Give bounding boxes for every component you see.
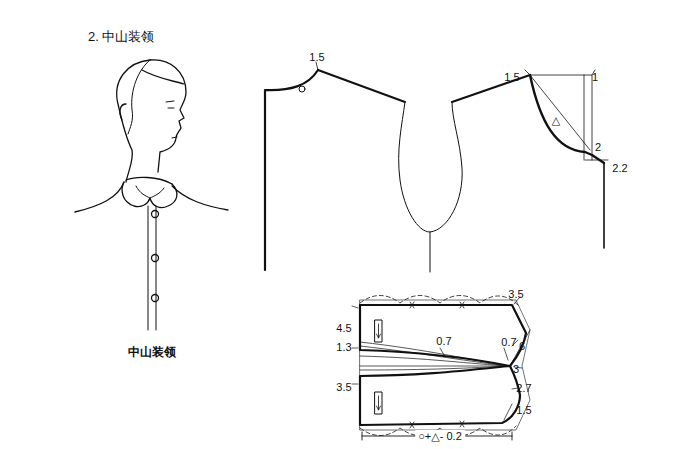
measurement-number: △ bbox=[552, 114, 560, 126]
front-bodice bbox=[452, 70, 608, 248]
back-bodice bbox=[265, 62, 462, 272]
figure-illustration bbox=[75, 60, 228, 330]
measurement-number: 1 bbox=[592, 71, 598, 83]
measurement-number: 1.5 bbox=[516, 404, 531, 416]
collar-draft bbox=[352, 296, 530, 441]
measurement-number: 2 bbox=[595, 141, 601, 153]
measurement-number: 1.3 bbox=[336, 341, 351, 353]
figure-title: 2. 中山装领 bbox=[88, 30, 154, 44]
figure-caption: 中山装领 bbox=[128, 346, 176, 359]
measurement-number: 3 bbox=[513, 363, 519, 375]
measurement-number: 2.7 bbox=[516, 382, 531, 394]
dimension-label: ○+△- 0.2 bbox=[415, 430, 465, 442]
measurement-number: 1.5 bbox=[504, 71, 519, 83]
measurement-number: 6 bbox=[519, 340, 525, 352]
measurement-number: 0.7 bbox=[436, 335, 451, 347]
measurement-number: 3.5 bbox=[508, 288, 523, 300]
measurement-number: 4.5 bbox=[336, 322, 351, 334]
measurement-number: 1.5 bbox=[309, 51, 324, 63]
measurement-number: 2.2 bbox=[612, 162, 627, 174]
measurement-number: 3.5 bbox=[336, 381, 351, 393]
measurement-number: 0.7 bbox=[501, 336, 516, 348]
